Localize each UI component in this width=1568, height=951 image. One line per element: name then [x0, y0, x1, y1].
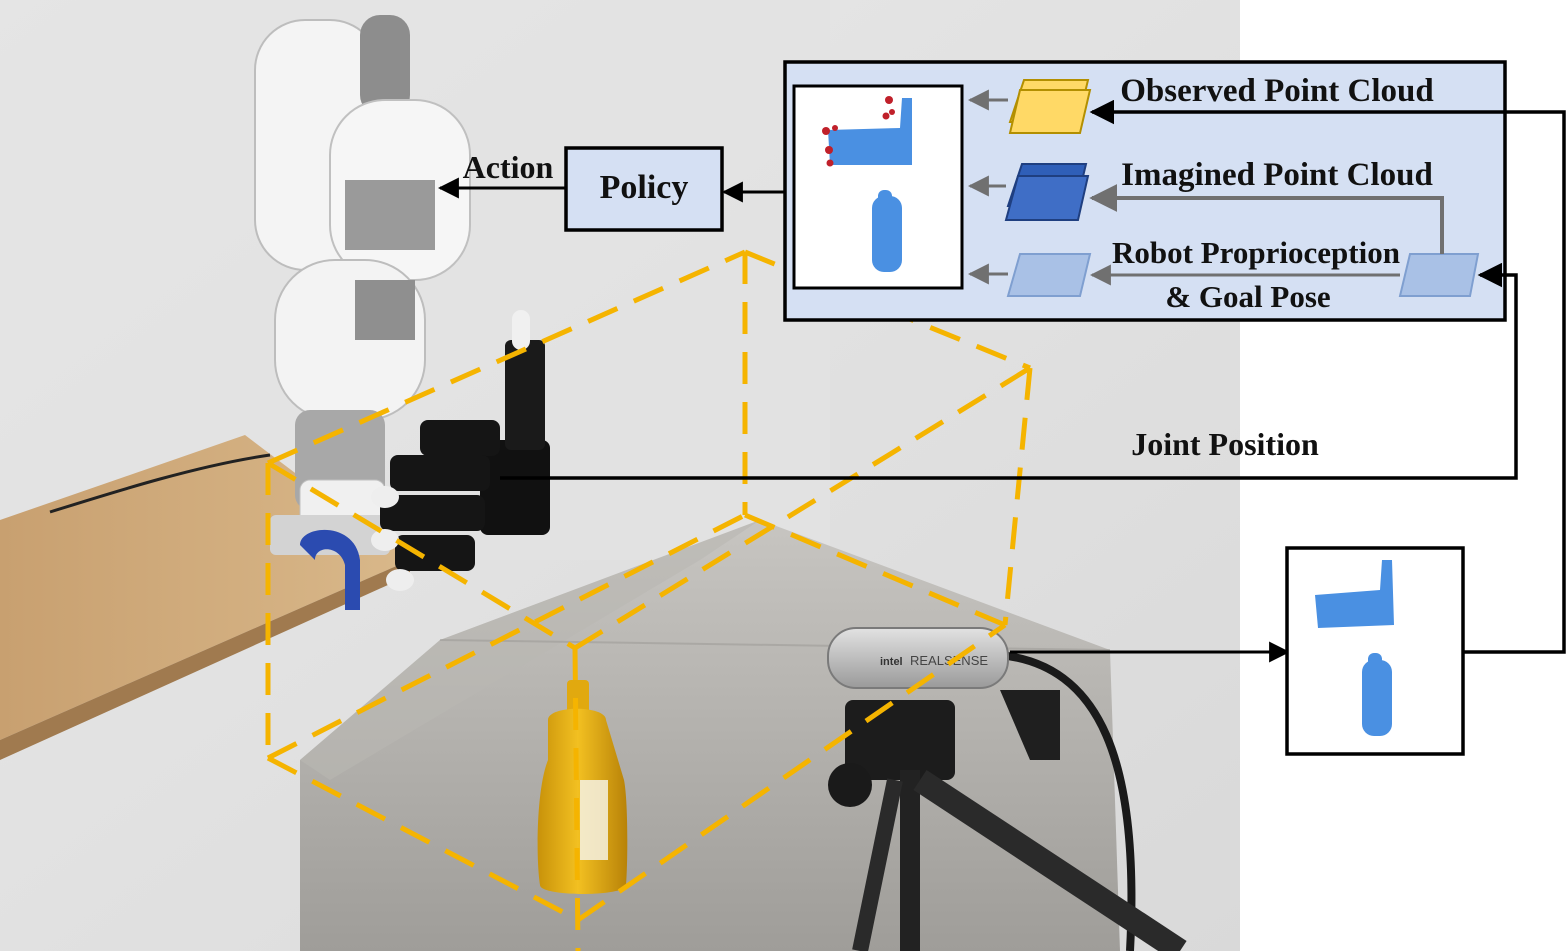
policy-block: Policy — [564, 146, 724, 232]
robot-proprioception-label: Robot Proprioception — [1112, 235, 1400, 270]
camera-logo-text: intel — [880, 656, 903, 668]
observed-point-cloud-label: Observed Point Cloud — [1120, 73, 1434, 109]
observed-layer-icon — [1008, 89, 1092, 134]
proprio-layer-icon — [1006, 253, 1092, 297]
observation-panel: Observed Point Cloud Imagined Point Clou… — [721, 60, 1507, 322]
robot-arm — [254, 15, 471, 610]
state-to-imagined-arrow — [1089, 184, 1444, 254]
imagined-point-cloud-label: Imagined Point Cloud — [1121, 157, 1433, 193]
imagined-layer-icon — [1004, 175, 1090, 221]
fused-point-cloud — [822, 96, 912, 272]
capture-to-observed-arrow — [1089, 99, 1566, 654]
joint-state-icon — [1398, 253, 1480, 297]
policy-label: Policy — [600, 169, 689, 206]
action-label: Action — [463, 149, 554, 185]
camera-brand-text: REALSENSE — [910, 653, 988, 668]
joint-position-arrow — [500, 262, 1518, 480]
robot-hand — [371, 310, 550, 591]
policy-box — [564, 146, 724, 232]
joint-position-label: Joint Position — [1131, 426, 1319, 462]
realsense-camera: intel REALSENSE — [827, 627, 1187, 951]
captured-point-cloud — [1315, 560, 1394, 736]
mustard-bottle — [537, 680, 628, 894]
goal-pose-label: & Goal Pose — [1165, 279, 1330, 314]
